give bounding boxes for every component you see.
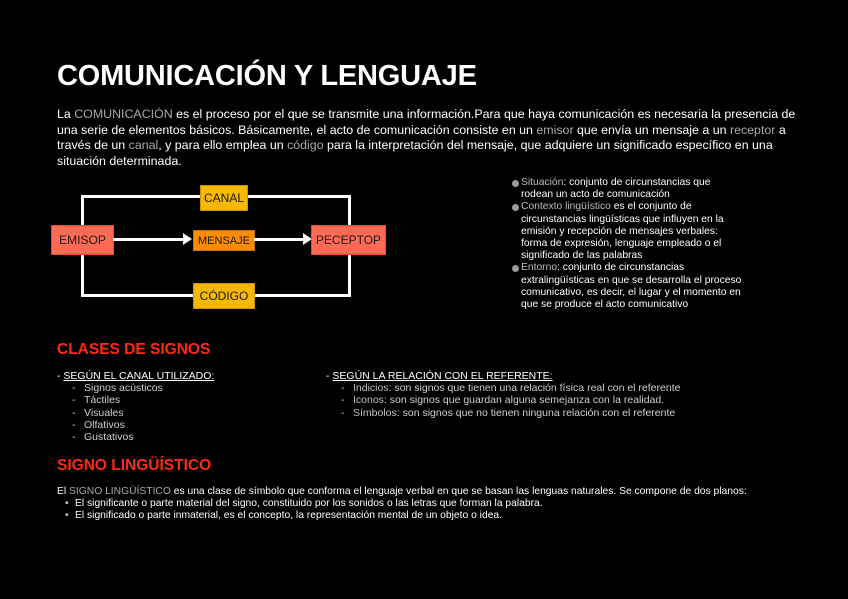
context-item-contexto: Contexto lingüístico es el conjunto de c… <box>512 201 742 262</box>
intro-text: , y para ello emplea un <box>158 138 288 152</box>
signo-paragraph: El SIGNO LINGÜÍSTICO es una clase de sím… <box>57 486 777 522</box>
intro-text: que envía un mensaje a un <box>573 122 730 137</box>
intro-text: a través de un <box>57 122 786 153</box>
term-codigo: código <box>287 138 324 152</box>
context-term: Situación <box>521 177 564 188</box>
intro-text: La <box>57 107 75 121</box>
list-item: -Gustativos <box>72 431 134 444</box>
dash: - <box>57 370 64 382</box>
bullet-icon <box>512 204 519 212</box>
list-item: -Iconos: son signos que guardan alguna s… <box>341 394 665 407</box>
intro-text: es el proceso por el que se transmite un… <box>57 107 796 137</box>
intro-paragraph: La COMUNICACIÓN es el proceso por el que… <box>57 107 797 169</box>
context-text: : conjunto de circunstancias extralingüí… <box>521 262 742 311</box>
bullet-icon: • <box>65 498 69 509</box>
term-signo: SIGNO LINGÜÍSTICO <box>69 486 171 497</box>
list-item: •El significado o parte inmaterial, es e… <box>65 510 503 521</box>
dash: - <box>326 370 333 382</box>
list-item: -Indicios: son signos que tienen una rel… <box>341 382 681 395</box>
list-item: -Signos acústicos <box>72 382 163 395</box>
context-text: : conjunto de circunstancias que rodean … <box>521 177 711 201</box>
intro-text: para la interpretación del mensaje, que … <box>57 138 773 168</box>
canal-box: CANAL <box>200 185 248 211</box>
term-emisor: emisor <box>536 122 574 137</box>
mensaje-box: MENSAJE <box>193 230 255 251</box>
list-item: -Visuales <box>72 406 124 419</box>
canal-list: - SEGÚN EL CANAL UTILIZADO: -Signos acús… <box>57 370 317 443</box>
arrow-right-icon <box>113 233 192 245</box>
context-text: es el conjunto de circunstancias lingüís… <box>521 201 724 262</box>
signo-heading: SIGNO LINGÜÍSTICO <box>57 457 212 474</box>
clases-heading: CLASES DE SIGNOS <box>57 341 211 358</box>
context-term: Entorno <box>521 262 558 274</box>
context-term: Contexto lingüístico <box>521 201 611 213</box>
referente-list: - SEGÚN LA RELACIÓN CON EL REFERENTE: -I… <box>326 370 746 419</box>
referente-list-heading: SEGÚN LA RELACIÓN CON EL REFERENTE: <box>332 370 553 382</box>
bullet-icon <box>512 180 519 187</box>
term-canal: canal <box>128 138 159 152</box>
receptor-box: PECEPTOP <box>311 225 386 255</box>
bullet-icon <box>512 265 519 273</box>
list-item: -Símbolos: son signos que no tienen ning… <box>341 406 676 419</box>
page-title: COMUNICACIÓN Y LENGUAJE <box>57 60 477 92</box>
term-receptor: receptor <box>729 122 776 137</box>
context-item-situacion: Situación: conjunto de circunstancias qu… <box>512 177 742 201</box>
bullet-icon: • <box>65 510 69 521</box>
codigo-box: CÓDIGO <box>193 283 255 309</box>
arrow-right-icon <box>254 233 312 245</box>
list-item: -Olfativos <box>72 418 125 431</box>
context-list: Situación: conjunto de circunstancias qu… <box>512 177 742 311</box>
list-item: •El significante o parte material del si… <box>65 498 543 509</box>
context-item-entorno: Entorno: conjunto de circunstancias extr… <box>512 262 742 311</box>
canal-list-heading: SEGÚN EL CANAL UTILIZADO: <box>63 370 215 382</box>
emisor-box: EMISOP <box>51 225 114 255</box>
term-comunicacion: COMUNICACIÓN <box>74 107 173 121</box>
list-item: -Táctiles <box>72 394 121 407</box>
